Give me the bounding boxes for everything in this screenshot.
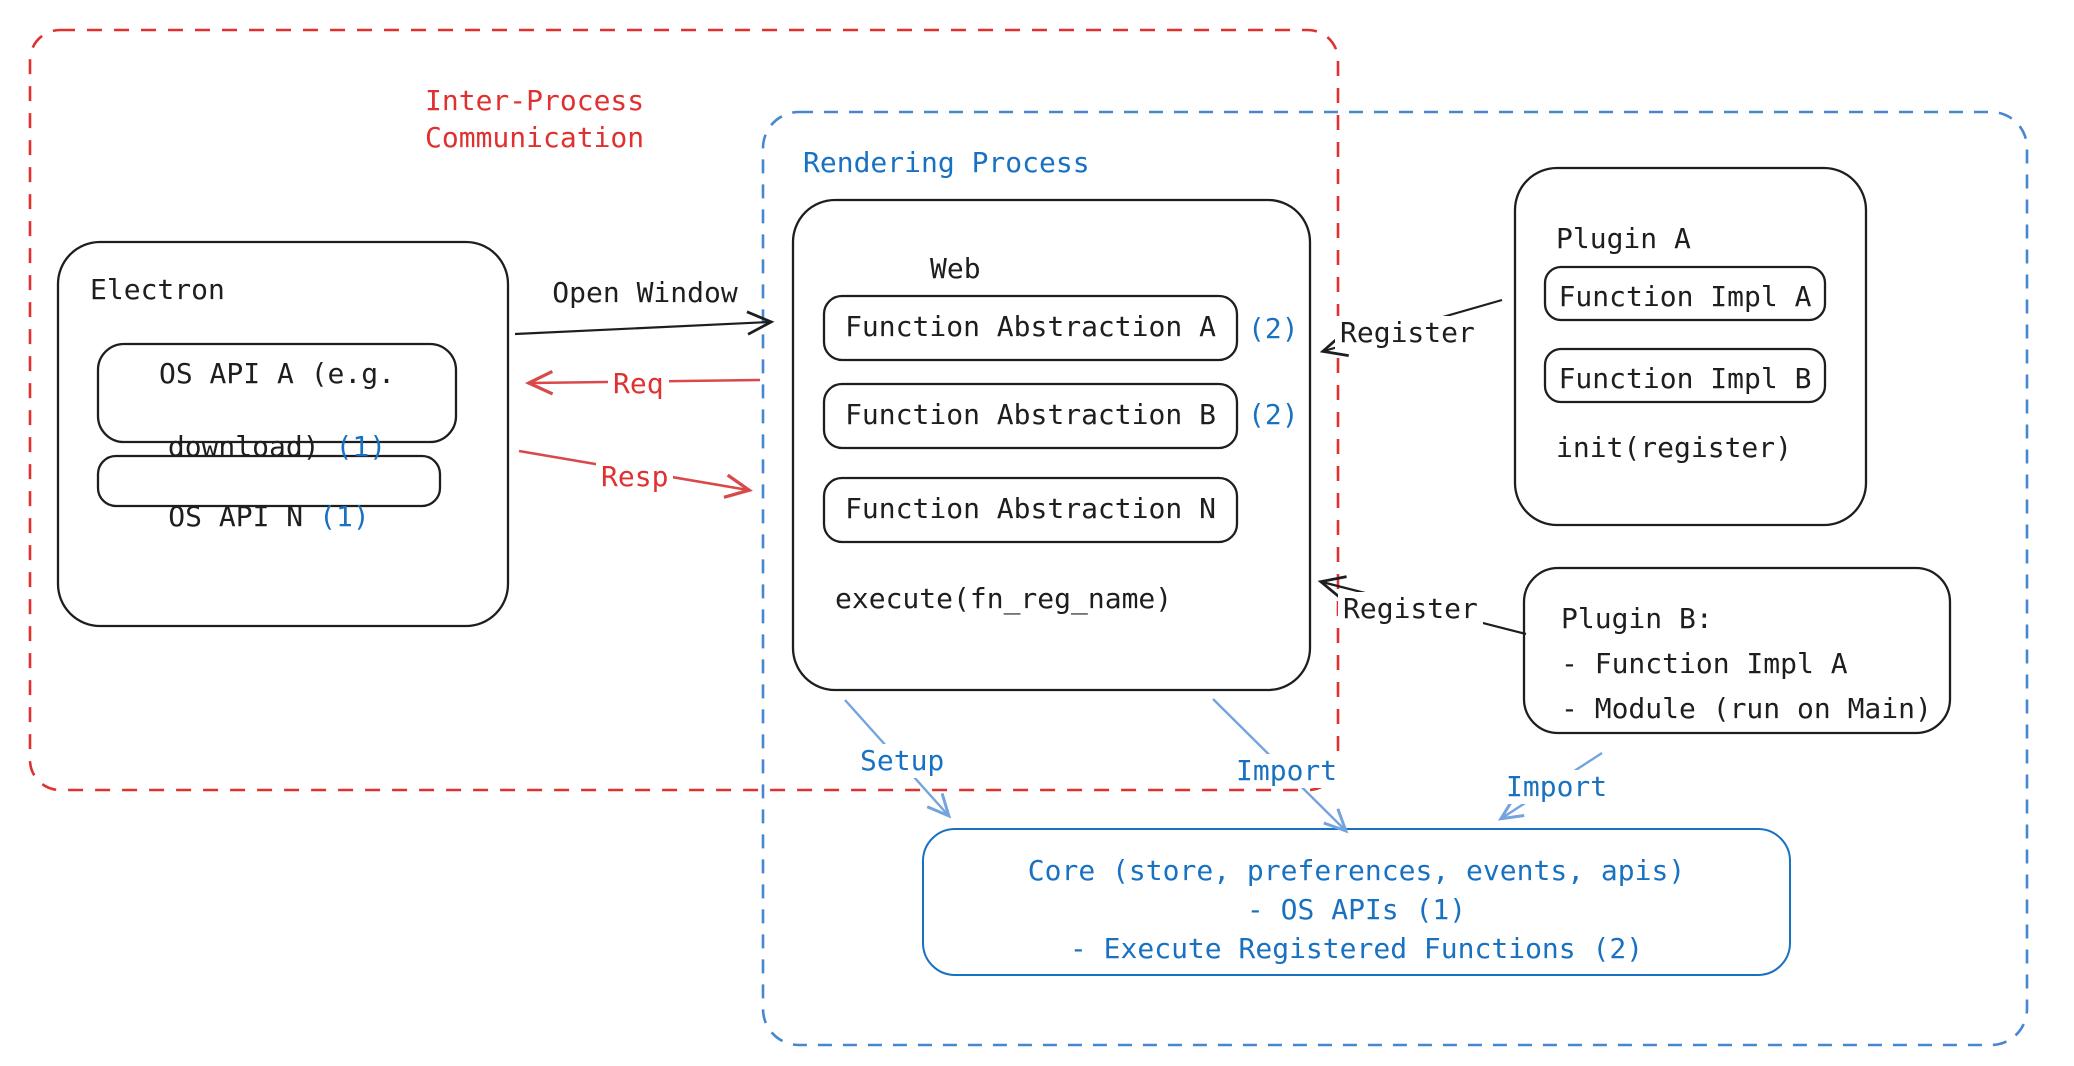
rendering-process-boundary-box (761, 110, 2029, 1047)
ipc-group-label: Inter-Process Communication (425, 84, 645, 154)
function-abstraction-b-badge: (2) (1248, 398, 1299, 431)
function-impl-b-label: Function Impl B (1558, 362, 1812, 395)
function-abstraction-a-label: Function Abstraction A (845, 310, 1216, 343)
import-label-web: Import (1231, 754, 1343, 788)
plugin-a-box (1513, 166, 1868, 527)
execute-label: execute(fn_reg_name) (835, 582, 1173, 615)
import-label-plugin-b: Import (1501, 770, 1613, 804)
function-abstraction-a-box (822, 294, 1239, 362)
rendering-process-label: Rendering Process (803, 146, 1090, 179)
open-window-arrow (514, 310, 775, 336)
os-api-n-label: OS API N (1) (98, 466, 440, 534)
function-abstraction-b-box (822, 382, 1239, 450)
setup-label: Setup (855, 744, 950, 778)
function-impl-a-label: Function Impl A (1558, 280, 1812, 313)
ipc-boundary-box (28, 28, 1340, 792)
function-impl-a-box (1543, 265, 1827, 322)
plugin-a-title: Plugin A (1556, 222, 1691, 255)
electron-box (56, 240, 510, 628)
open-window-label: Open Window (552, 276, 738, 309)
electron-title: Electron (90, 273, 225, 306)
plugin-b-text: Plugin B: - Function Impl A - Module (ru… (1561, 602, 1932, 725)
register-label-bottom: Register (1338, 592, 1483, 626)
web-title: Web (930, 252, 981, 285)
os-api-n-badge: (1) (319, 500, 370, 533)
plugin-b-box (1522, 566, 1952, 735)
core-box (922, 828, 1791, 976)
function-abstraction-n-label: Function Abstraction N (845, 492, 1216, 525)
os-api-a-badge: (1) (335, 430, 387, 463)
os-api-n-text: OS API N (168, 500, 304, 533)
os-api-a-text: download) (167, 430, 320, 463)
resp-label: Resp (596, 460, 674, 494)
function-abstraction-a-badge: (2) (1248, 312, 1299, 345)
function-abstraction-b-label: Function Abstraction B (845, 398, 1216, 431)
function-impl-b-box (1543, 347, 1827, 404)
web-box (791, 198, 1312, 692)
register-label-top: Register (1335, 316, 1480, 350)
os-api-n-box (96, 454, 442, 508)
init-register-label: init(register) (1556, 431, 1793, 464)
core-text: Core (store, preferences, events, apis) … (1027, 854, 1686, 965)
os-api-a-box (96, 342, 458, 444)
function-abstraction-n-box (822, 476, 1239, 544)
os-api-a-label-line2: download) (1) (98, 396, 456, 464)
req-label: Req (608, 367, 669, 401)
os-api-a-label-line1: OS API A (e.g. (158, 357, 395, 390)
